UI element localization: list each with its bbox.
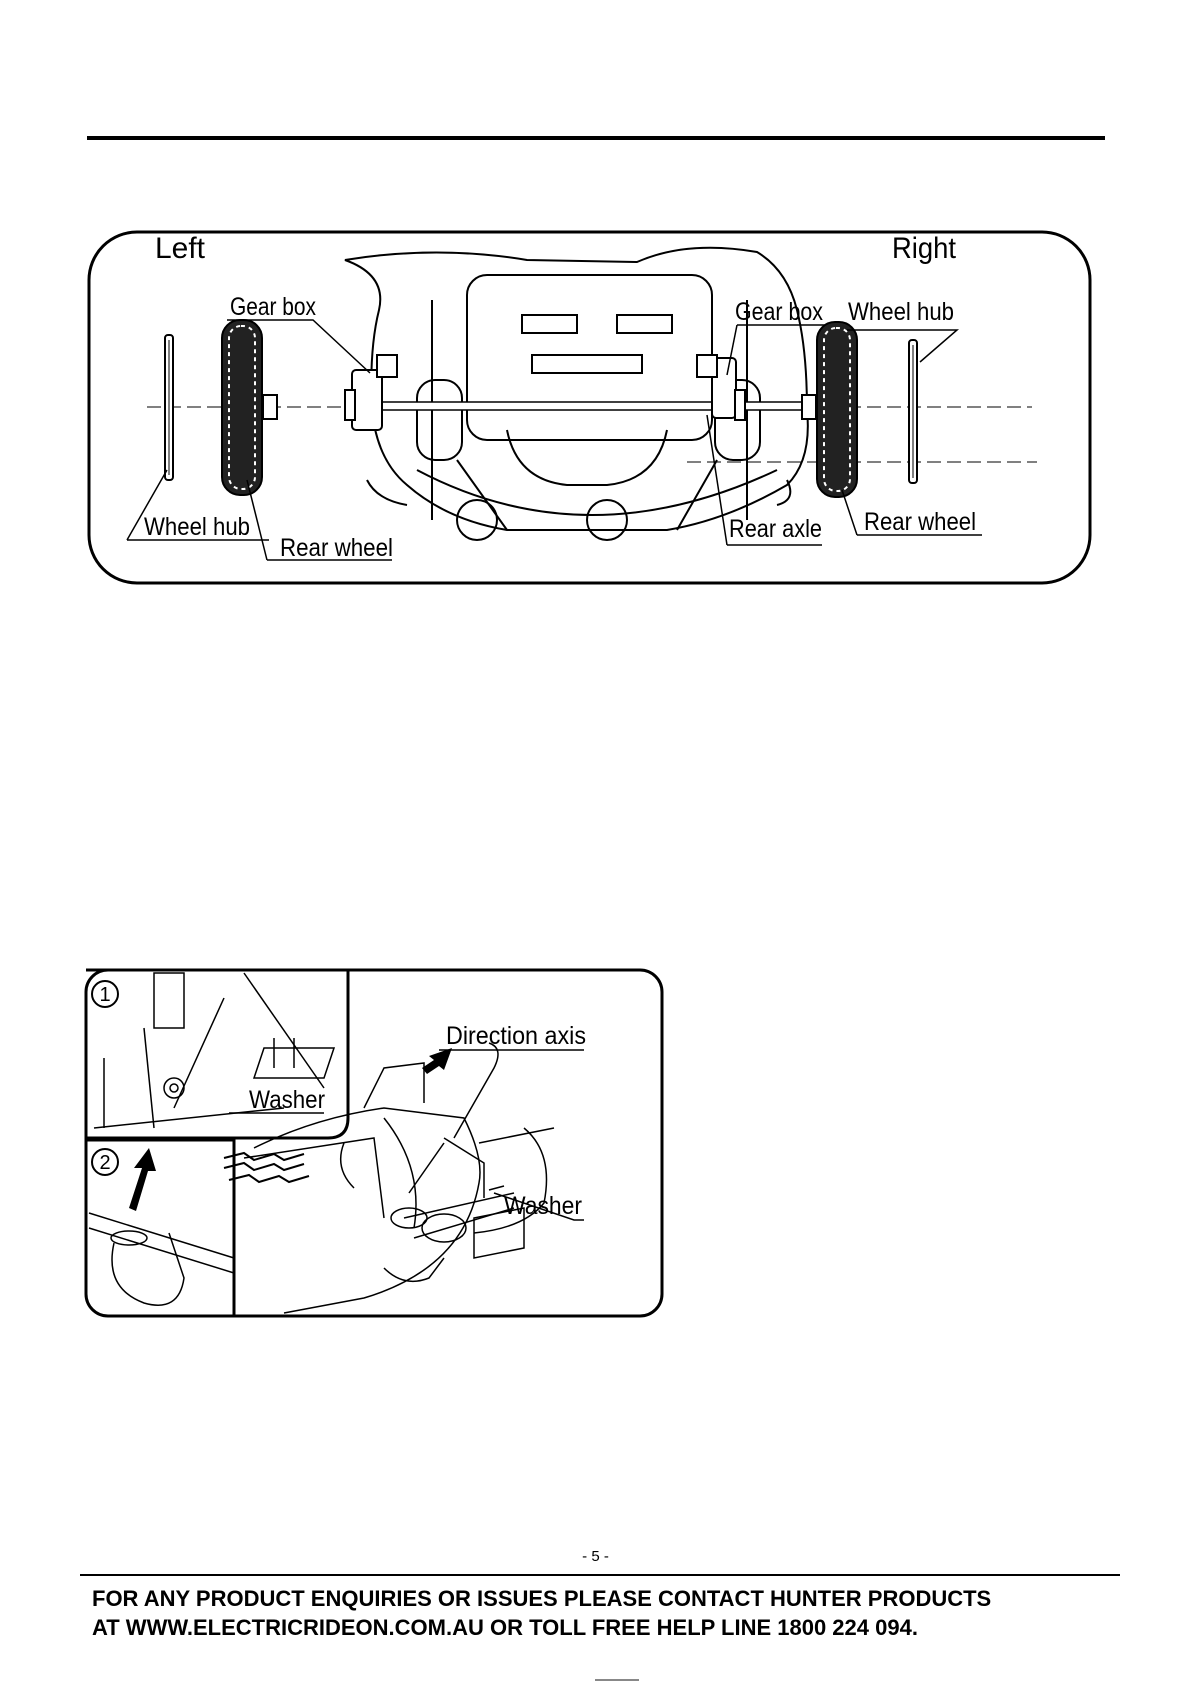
rear-wheel-left-shape — [222, 320, 277, 495]
floor-pattern — [224, 1153, 309, 1182]
wheel-hub-left-label: Wheel hub — [144, 513, 250, 541]
step-1-number: 1 — [99, 984, 110, 1006]
rear-axle-label: Rear axle — [729, 515, 822, 543]
inset-2-drawing — [89, 1213, 234, 1305]
wheel-hub-right-shape — [909, 340, 917, 483]
wheel-hub-left-shape — [165, 335, 173, 480]
page-edge-mark — [595, 1679, 639, 1681]
direction-axis-label: Direction axis — [446, 1022, 586, 1050]
rear-wheel-right-shape — [802, 322, 857, 497]
direction-axis-diagram: 1 2 Direction axis Washer Washer — [84, 968, 664, 1318]
wheel-hub-right-label: Wheel hub — [848, 298, 954, 326]
gear-box-right-label: Gear box — [735, 298, 823, 326]
rear-axle — [357, 402, 827, 410]
gear-box-left-label: Gear box — [230, 293, 316, 321]
main-drawing — [244, 1043, 554, 1313]
arrow-down-left-icon — [422, 1048, 452, 1074]
right-label: Right — [892, 232, 957, 265]
contact-footer: FOR ANY PRODUCT ENQUIRIES OR ISSUES PLEA… — [92, 1584, 1122, 1642]
washer-main-label: Washer — [504, 1192, 582, 1220]
footer-line-2: AT WWW.ELECTRICRIDEON.COM.AU OR TOLL FRE… — [92, 1613, 1122, 1642]
rear-wheel-assembly-diagram: Left Right Gear box Gear box Wheel hub W… — [87, 230, 1092, 585]
header-rule — [87, 136, 1105, 140]
left-label: Left — [155, 232, 206, 265]
arrow-up-icon — [129, 1148, 156, 1211]
rear-wheel-right-label: Rear wheel — [864, 508, 976, 536]
footer-line-1: FOR ANY PRODUCT ENQUIRIES OR ISSUES PLEA… — [92, 1584, 1122, 1613]
footer-rule — [80, 1574, 1120, 1576]
rear-wheel-left-label: Rear wheel — [280, 534, 393, 562]
page-number: - 5 - — [0, 1548, 1191, 1565]
washer-inset-label: Washer — [249, 1086, 325, 1114]
step-2-number: 2 — [99, 1152, 110, 1174]
